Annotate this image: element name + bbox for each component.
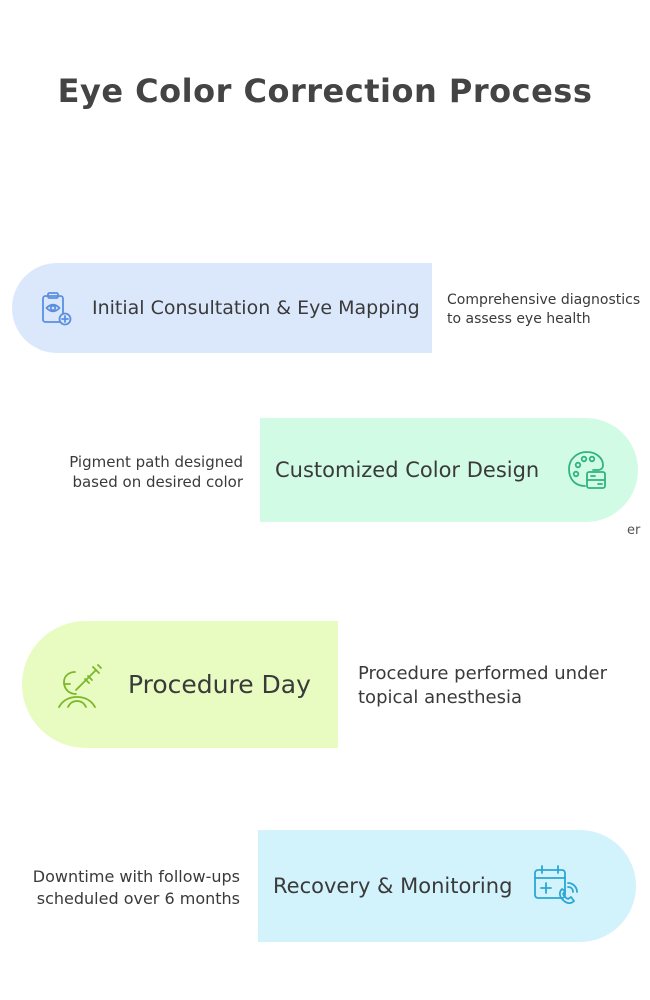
step-description: Pigment path designed based on desired c… [69,453,243,492]
step-recovery-monitoring: Recovery & Monitoring [258,830,636,942]
step-label: Procedure Day [128,670,311,699]
step-label: Initial Consultation & Eye Mapping [92,297,420,319]
step-label: Customized Color Design [275,458,540,482]
step-description: Comprehensive diagnostics to assess eye … [447,292,641,327]
palette-icon [565,448,609,492]
step-procedure-day: Procedure Day [22,621,338,748]
surgery-injection-icon [56,660,106,710]
clipboard-eye-icon [38,290,74,326]
step-initial-consultation: Initial Consultation & Eye Mapping [12,263,432,353]
stray-text-fragment: er [627,523,641,538]
step-label: Recovery & Monitoring [273,874,513,898]
step-customized-color-design: Customized Color Design [260,418,638,522]
step-description: Procedure performed under topical anesth… [358,663,607,709]
calendar-medical-icon [532,863,579,909]
step-description: Downtime with follow-ups scheduled over … [32,867,240,908]
page-title: Eye Color Correction Process [57,72,593,110]
